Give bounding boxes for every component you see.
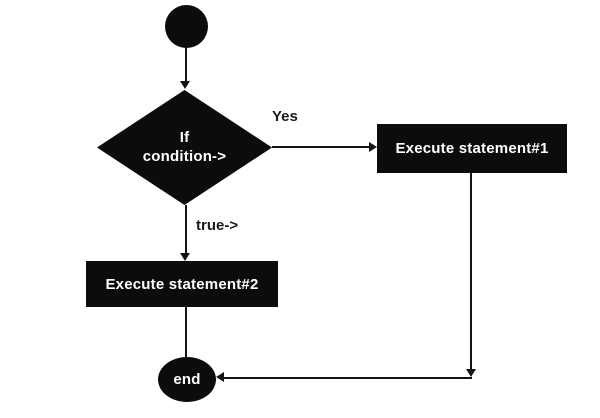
edge-condition-to-statement2 [185, 205, 187, 253]
edge-start-to-condition [185, 47, 187, 81]
arrowhead-into-statement1 [369, 142, 377, 152]
statement1-node: Execute statement#1 [377, 124, 567, 173]
arrowhead-into-statement2 [180, 253, 190, 261]
statement1-node-label: Execute statement#1 [395, 140, 549, 157]
arrowhead-into-condition [180, 81, 190, 89]
edge-statement1-to-end [224, 377, 472, 379]
statement2-node-label: Execute statement#2 [105, 275, 259, 293]
arrowhead-elbow-corner [466, 369, 476, 377]
edge-statement1-down [470, 173, 472, 370]
start-node [165, 5, 208, 48]
edge-statement2-to-end [185, 307, 187, 357]
condition-node: If condition-> [97, 90, 272, 205]
end-node-label: end [173, 371, 201, 388]
edge-label-yes: Yes [272, 108, 298, 125]
arrowhead-into-end [216, 372, 224, 382]
condition-node-label: If condition-> [142, 128, 227, 165]
end-node: end [158, 357, 216, 402]
edge-label-true: true-> [196, 217, 239, 234]
statement2-node: Execute statement#2 [86, 261, 278, 307]
edge-condition-to-statement1 [272, 146, 369, 148]
